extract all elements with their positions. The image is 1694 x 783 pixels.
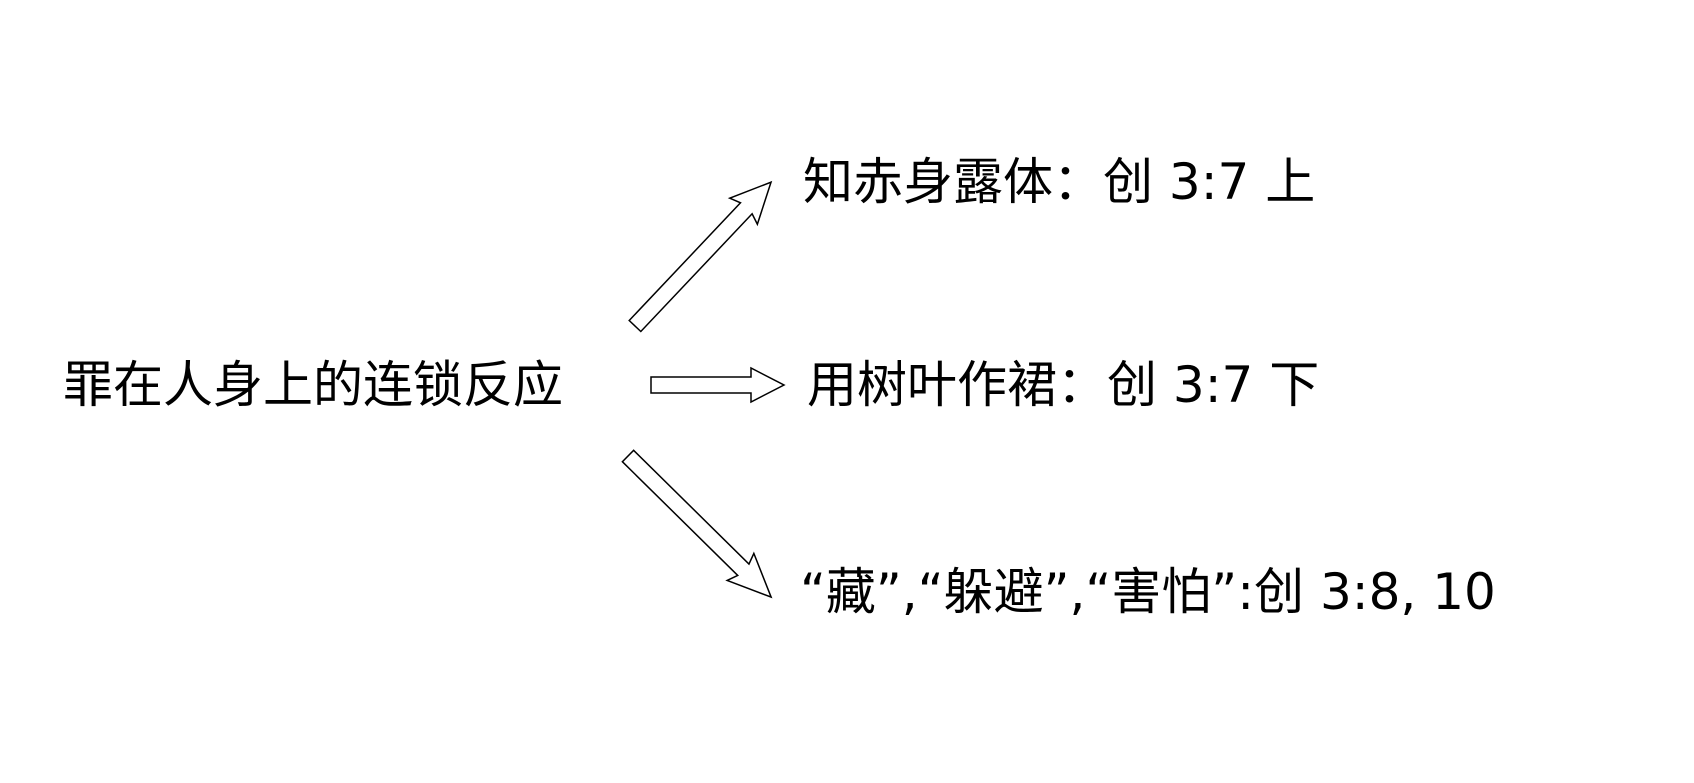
outcome-label-3: “藏”,“躲避”,“害怕”:创 3:8, 10 — [800, 563, 1496, 621]
arrow-down-right — [621, 449, 773, 599]
source-label: 罪在人身上的连锁反应 — [63, 356, 563, 414]
arrow-right — [650, 366, 786, 404]
arrow-up-right — [628, 180, 773, 333]
outcome-label-2: 用树叶作裙：创 3:7 下 — [807, 356, 1320, 414]
outcome-label-1: 知赤身露体：创 3:7 上 — [803, 153, 1316, 211]
